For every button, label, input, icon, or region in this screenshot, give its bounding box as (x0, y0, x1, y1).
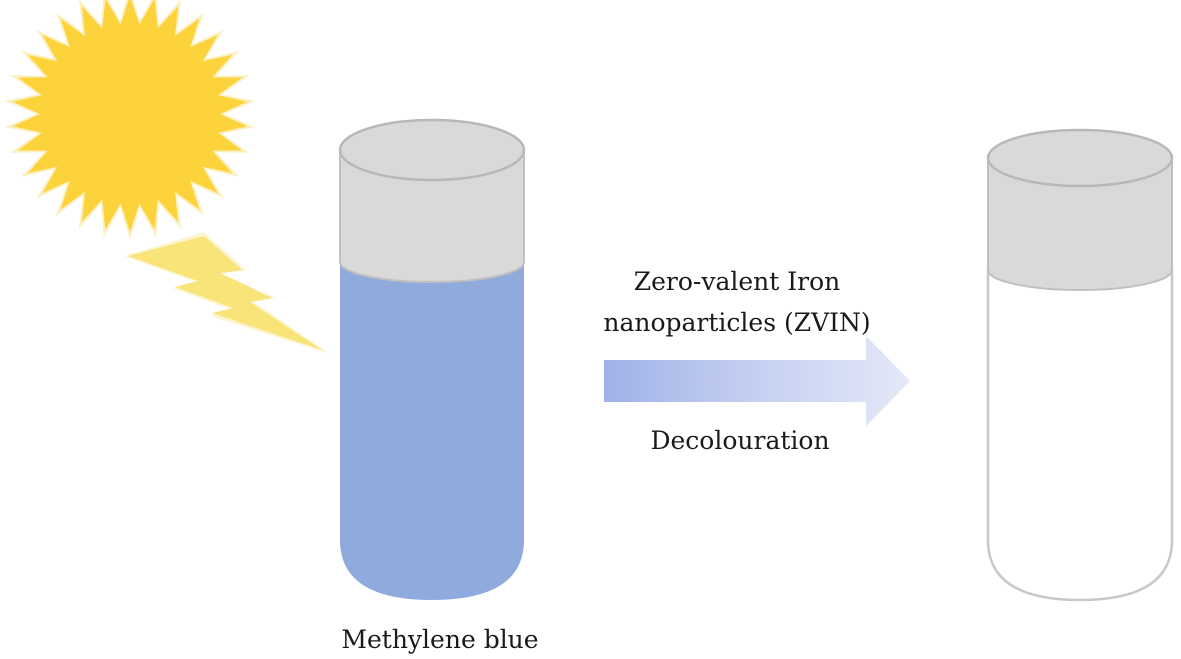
right-arrow-icon (604, 336, 910, 426)
decoloured-tube (986, 128, 1174, 602)
tube-cap-top (338, 118, 526, 182)
lightning-bolt-icon (124, 232, 330, 354)
methylene-blue-tube (338, 118, 526, 600)
reaction-label-line1: Zero-valent Iron (634, 267, 841, 296)
tube-cap (987, 157, 1173, 291)
process-label: Decolouration (650, 426, 829, 455)
tube-cap (339, 149, 525, 283)
left-tube-label: Methylene blue (341, 625, 538, 654)
reaction-label-line2: nanoparticles (ZVIN) (603, 308, 870, 337)
tube-cap-top (986, 128, 1174, 188)
methylene-blue-liquid (340, 262, 524, 600)
tube-body-empty (986, 270, 1174, 602)
sun-icon (4, 0, 256, 240)
